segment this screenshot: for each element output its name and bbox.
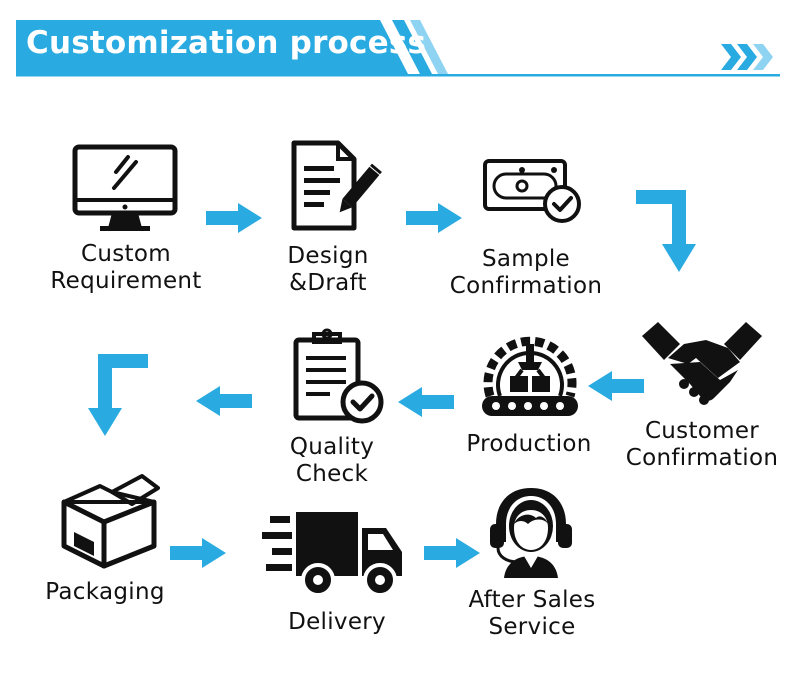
step-label-line2: Confirmation [625,445,779,471]
step-label-line1: Production [466,431,592,457]
step-label-line2: Requirement [50,268,202,294]
step-label-line2: Check [295,461,369,487]
step-label-line1: Customer [644,418,760,444]
document-pen-icon [291,140,382,231]
header-banner: Customization process [0,0,800,80]
double-chevron-icon [721,44,773,70]
arrow-right-icon [170,538,226,568]
clipboard-check-icon [293,328,384,424]
step-label-line1: Sample [481,246,571,272]
arrow-turn-down-icon [88,354,148,436]
arrow-right-icon [424,538,480,568]
handshake-icon [642,322,762,405]
step-label-line2: Confirmation [449,273,603,299]
page-title: Customization process [26,25,427,61]
arrow-left-icon [398,387,454,417]
arrow-left-icon [588,371,644,401]
step-label-line1: Delivery [288,609,386,635]
truck-icon [262,512,402,597]
step-label-line1: Custom [81,241,171,267]
step-label-line1: Packaging [45,579,165,605]
arrow-right-icon [406,203,462,233]
arrow-turn-down-icon [636,190,696,272]
step-label-line1: After Sales [468,587,596,613]
step-label-line2: Service [488,614,576,640]
step-label-line1: Quality [289,434,375,460]
arrow-right-icon [206,203,262,233]
factory-gear-icon [482,336,578,416]
monitor-icon [72,144,178,231]
box-icon [61,474,160,569]
arrow-left-icon [196,386,252,416]
headset-agent-icon [490,488,572,578]
sample-card-check-icon [483,159,581,223]
step-label-line2: &Draft [289,270,367,296]
step-label-line1: Design [287,243,369,269]
banner-graphic [16,20,780,77]
